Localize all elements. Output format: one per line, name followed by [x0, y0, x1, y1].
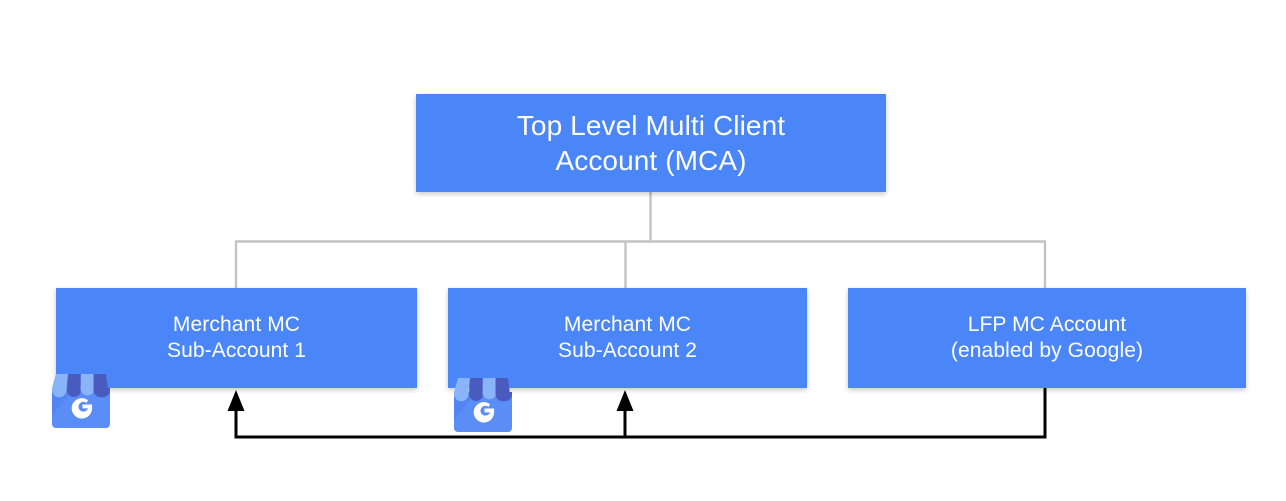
- google-business-profile-storefront-icon: [454, 378, 512, 432]
- node-merchant-mc-sub-account-2-text: Merchant MC Sub-Account 2: [448, 312, 807, 365]
- google-g-glyph: [71, 398, 93, 419]
- node-merchant-mc-sub-account-2[interactable]: Merchant MC Sub-Account 2: [448, 288, 807, 388]
- node-label-line: Merchant MC: [563, 312, 692, 336]
- node-label-line: Sub-Account 1: [166, 339, 307, 362]
- node-label-line: Merchant MC: [172, 312, 301, 336]
- arrowhead-into-sub1: [227, 390, 245, 411]
- node-top-level-mca-text: Top Level Multi Client Account (MCA): [416, 108, 886, 179]
- node-lfp-mc-account-text: LFP MC Account (enabled by Google): [848, 312, 1246, 365]
- node-merchant-mc-sub-account-1-text: Merchant MC Sub-Account 1: [56, 312, 417, 365]
- arrowhead-into-sub2: [616, 390, 634, 411]
- node-top-level-mca[interactable]: Top Level Multi Client Account (MCA): [416, 94, 886, 192]
- google-g-glyph: [473, 402, 495, 423]
- feedback-line-lfp-to-subaccounts: [234, 387, 1047, 439]
- node-label-line: Sub-Account 2: [557, 339, 698, 362]
- google-business-profile-storefront-icon: [52, 374, 110, 428]
- arrowheads: [227, 390, 634, 411]
- node-label-line: LFP MC Account: [967, 312, 1127, 336]
- node-label-line: Top Level Multi Client: [516, 109, 786, 141]
- node-merchant-mc-sub-account-1[interactable]: Merchant MC Sub-Account 1: [56, 288, 417, 388]
- lfp-feedback-arrows: [234, 387, 1047, 439]
- node-label-line: Account (MCA): [555, 145, 747, 176]
- tree-connector-lines: [234, 192, 1047, 289]
- node-lfp-mc-account[interactable]: LFP MC Account (enabled by Google): [848, 288, 1246, 388]
- node-label-line: (enabled by Google): [950, 339, 1144, 362]
